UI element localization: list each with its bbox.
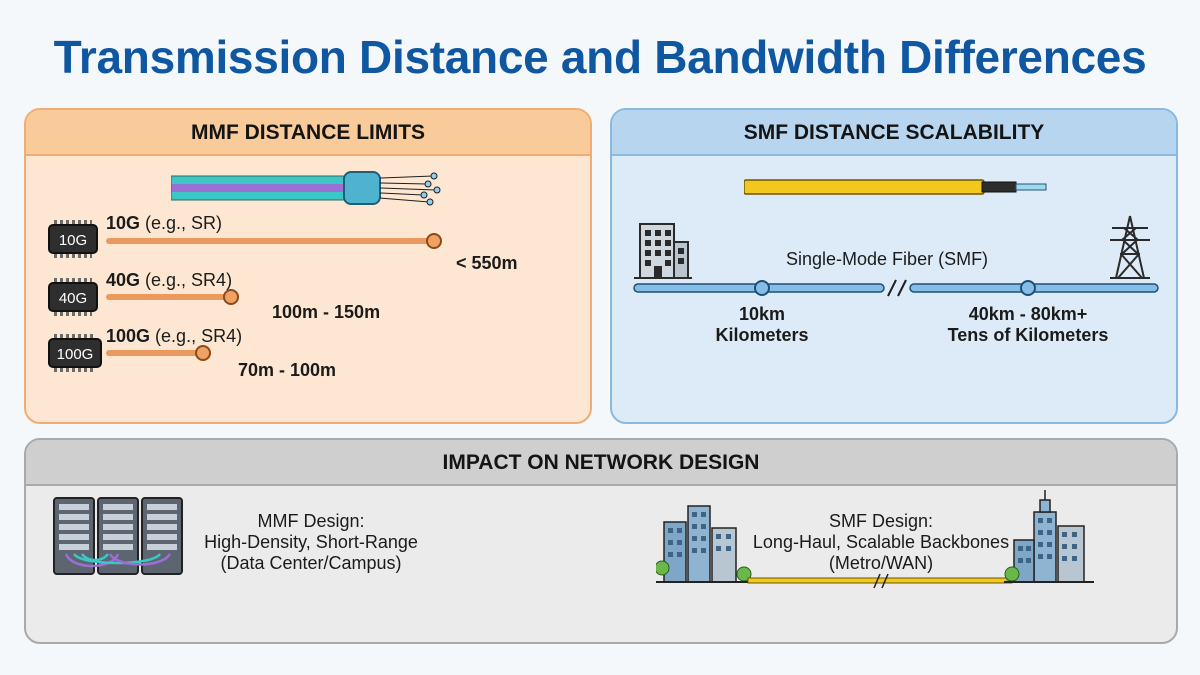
- metro-link-cable: [747, 573, 1014, 589]
- distance-marker-100g: [195, 345, 211, 361]
- single-mode-cable-icon: [744, 179, 1047, 195]
- multimode-cable-icon: [171, 171, 441, 206]
- transmission-tower-icon: [1110, 215, 1150, 279]
- distance-label-100g: 70m - 100m: [238, 360, 337, 380]
- distance-bar-40g: [106, 294, 231, 300]
- row-label-100g: 100G (e.g., SR4): [106, 326, 243, 346]
- distance-bar-100g: [106, 350, 203, 356]
- row-label-10g: 10G (e.g., SR): [106, 213, 223, 233]
- mmf-panel: MMF DISTANCE LIMITS 10G 10G (e.g., SR): [24, 108, 592, 424]
- mmf-panel-heading: MMF DISTANCE LIMITS: [26, 110, 590, 156]
- impact-panel: IMPACT ON NETWORK DESIGN MMF Design: Hig…: [24, 438, 1178, 644]
- distance-marker-10g: [426, 233, 442, 249]
- server-rack-icon: [53, 497, 183, 575]
- distance-bar-10g: [106, 238, 434, 244]
- mmf-design-subtitle: High-Density, Short-Range: [204, 532, 418, 552]
- distance-marker-40g: [223, 289, 239, 305]
- smf-marker-40km: [1020, 280, 1036, 296]
- impact-panel-heading: IMPACT ON NETWORK DESIGN: [26, 440, 1176, 486]
- smf-panel: SMF DISTANCE SCALABILITY: [610, 108, 1178, 424]
- smf-panel-heading: SMF DISTANCE SCALABILITY: [612, 110, 1176, 156]
- distance-label-10g: < 550m: [456, 253, 518, 273]
- smf-point1-value: 10km: [738, 304, 786, 324]
- smf-point2-value: 40km - 80km+: [968, 304, 1088, 324]
- row-label-40g: 40G (e.g., SR4): [106, 270, 233, 290]
- transceiver-chip-10g: 10G: [48, 220, 98, 258]
- office-building-icon: [634, 223, 692, 279]
- transceiver-chip-40g: 40G: [48, 278, 98, 316]
- distance-label-40g: 100m - 150m: [272, 302, 381, 322]
- smf-point2-label: Tens of Kilometers: [947, 325, 1109, 345]
- smf-design-scope: (Metro/WAN): [828, 553, 934, 573]
- mmf-design-title: MMF Design:: [257, 511, 365, 531]
- smf-design-title: SMF Design:: [828, 511, 934, 531]
- transceiver-chip-100g: 100G: [48, 334, 102, 372]
- mmf-design-scope: (Data Center/Campus): [220, 553, 402, 573]
- page-title: Transmission Distance and Bandwidth Diff…: [53, 31, 1147, 83]
- smf-design-subtitle: Long-Haul, Scalable Backbones: [752, 532, 1010, 552]
- smf-point1-label: Kilometers: [715, 325, 809, 345]
- smf-fiber-label: Single-Mode Fiber (SMF): [786, 249, 989, 269]
- smf-marker-10km: [754, 280, 770, 296]
- city-skyline-right-icon: [1004, 490, 1094, 583]
- smf-distance-line: [633, 279, 1159, 297]
- city-skyline-left-icon: [656, 505, 752, 583]
